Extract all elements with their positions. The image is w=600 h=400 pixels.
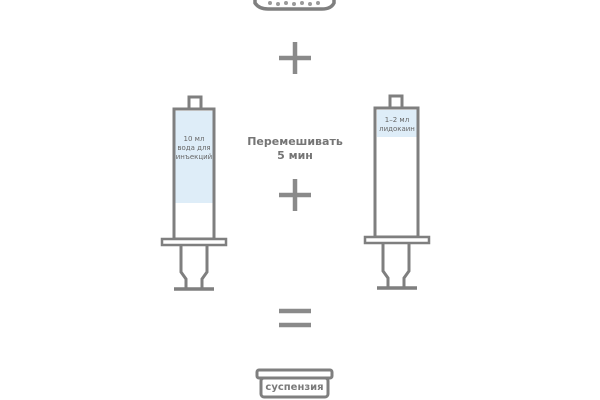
equals-icon xyxy=(279,308,311,328)
syringe-lidocaine-label: 1–2 мл лидокаин xyxy=(379,116,415,133)
suspension-label: суспензия xyxy=(265,382,324,393)
suspension-vial-icon xyxy=(255,368,334,399)
mix-instruction: Перемешивать 5 мин xyxy=(247,135,343,162)
syringe-water-icon xyxy=(160,95,228,291)
plus-icon-2 xyxy=(279,179,311,211)
powder-vial-icon xyxy=(253,0,336,11)
syringe-lidocaine-icon xyxy=(363,94,431,290)
plus-icon xyxy=(279,42,311,74)
syringe-water-label: 10 мл вода для инъекций xyxy=(175,135,213,161)
